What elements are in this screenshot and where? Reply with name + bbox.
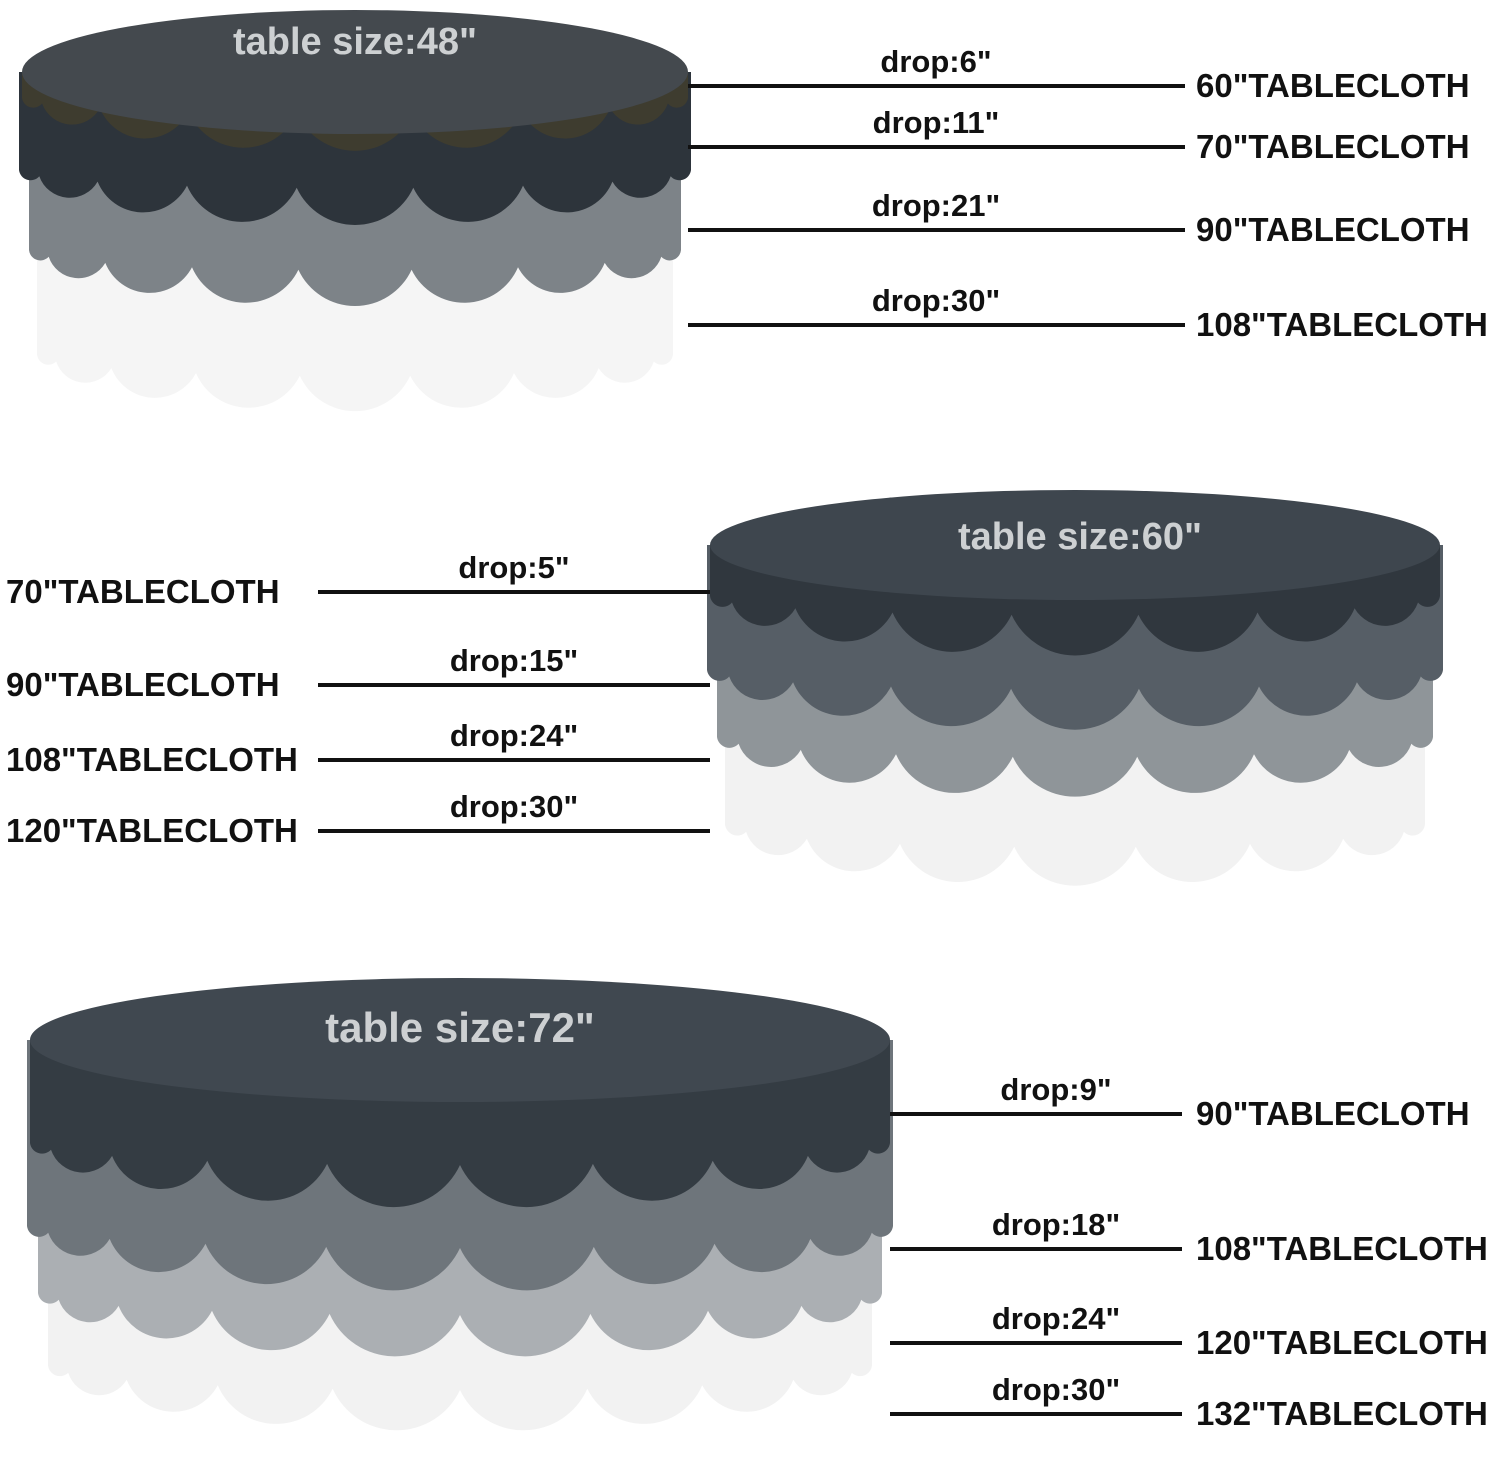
drop-length-label: drop:18" [991, 1207, 1121, 1242]
tablecloth-size-label: 120"TABLECLOTH [1196, 1324, 1488, 1361]
drop-length-label: drop:24" [449, 718, 579, 753]
tablecloth-size-label: 108"TABLECLOTH [1196, 1230, 1488, 1267]
tablecloth-size-label: 70"TABLECLOTH [1196, 128, 1470, 165]
table-size-label-48: table size:48" [232, 21, 477, 63]
drop-leader-line [688, 84, 1185, 88]
drop-length-label: drop:30" [871, 283, 1001, 318]
table-size-label-60: table size:60" [957, 516, 1202, 558]
drop-length-label: drop:9" [1000, 1072, 1112, 1107]
tablecloth-size-label: 90"TABLECLOTH [6, 666, 280, 703]
drop-length-label: drop:6" [880, 44, 992, 79]
tablecloth-size-label: 90"TABLECLOTH [1196, 211, 1470, 248]
tablecloth-size-label: 132"TABLECLOTH [1196, 1395, 1488, 1432]
drop-leader-line [318, 758, 710, 762]
drop-leader-line [890, 1112, 1182, 1116]
drop-leader-line [688, 145, 1185, 149]
tablecloth-stack-60 [707, 490, 1443, 886]
table-top [30, 978, 890, 1102]
drop-length-label: drop:11" [872, 105, 1000, 140]
drop-length-label: drop:15" [449, 643, 579, 678]
drop-leader-line [318, 590, 710, 594]
drop-leader-line [890, 1247, 1182, 1251]
tablecloth-size-label: 90"TABLECLOTH [1196, 1095, 1470, 1132]
tablecloth-stack-72 [27, 978, 893, 1431]
drop-leader-line [890, 1341, 1182, 1345]
drop-length-label: drop:21" [871, 188, 1001, 223]
drop-length-label: drop:5" [458, 550, 570, 585]
table-top [710, 490, 1440, 600]
drop-length-label: drop:30" [991, 1372, 1121, 1407]
drop-leader-line [318, 683, 710, 687]
drop-length-label: drop:30" [449, 789, 579, 824]
drop-leader-line [890, 1412, 1182, 1416]
drop-leader-line [688, 323, 1185, 327]
tablecloth-size-label: 70"TABLECLOTH [6, 573, 280, 610]
tablecloth-size-label: 108"TABLECLOTH [6, 741, 298, 778]
tablecloth-size-label: 108"TABLECLOTH [1196, 306, 1488, 343]
tablecloth-size-label: 120"TABLECLOTH [6, 812, 298, 849]
drop-leader-line [688, 228, 1185, 232]
table-size-label-72: table size:72" [325, 1004, 595, 1051]
tablecloth-size-label: 60"TABLECLOTH [1196, 67, 1470, 104]
drop-length-label: drop:24" [991, 1301, 1121, 1336]
drop-leader-line [318, 829, 710, 833]
table-top [22, 10, 688, 134]
tablecloth-stack-48 [19, 10, 691, 412]
